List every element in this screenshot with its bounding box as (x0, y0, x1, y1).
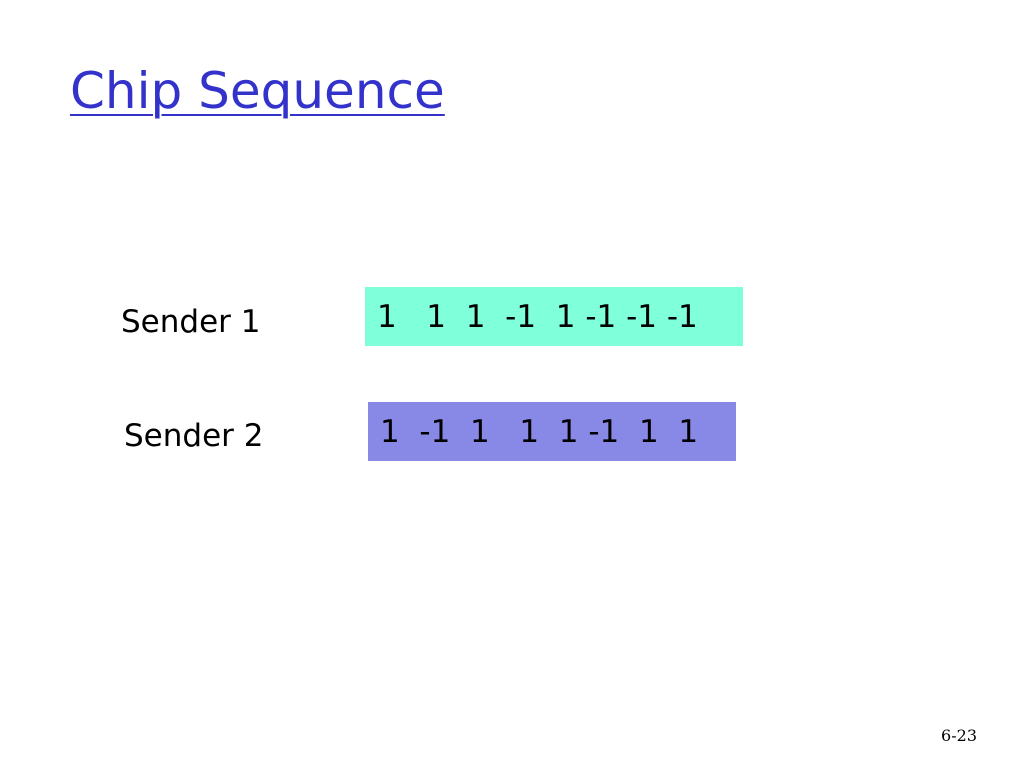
page-number: 6-23 (941, 726, 977, 745)
slide-title: Chip Sequence (70, 62, 445, 120)
sender-1-label: Sender 1 (121, 304, 261, 340)
sender-2-label: Sender 2 (124, 418, 264, 454)
sender-2-chip-sequence: 1 -1 1 1 1 -1 1 1 (368, 402, 736, 461)
sender-1-chip-sequence: 1 1 1 -1 1 -1 -1 -1 (365, 287, 743, 346)
